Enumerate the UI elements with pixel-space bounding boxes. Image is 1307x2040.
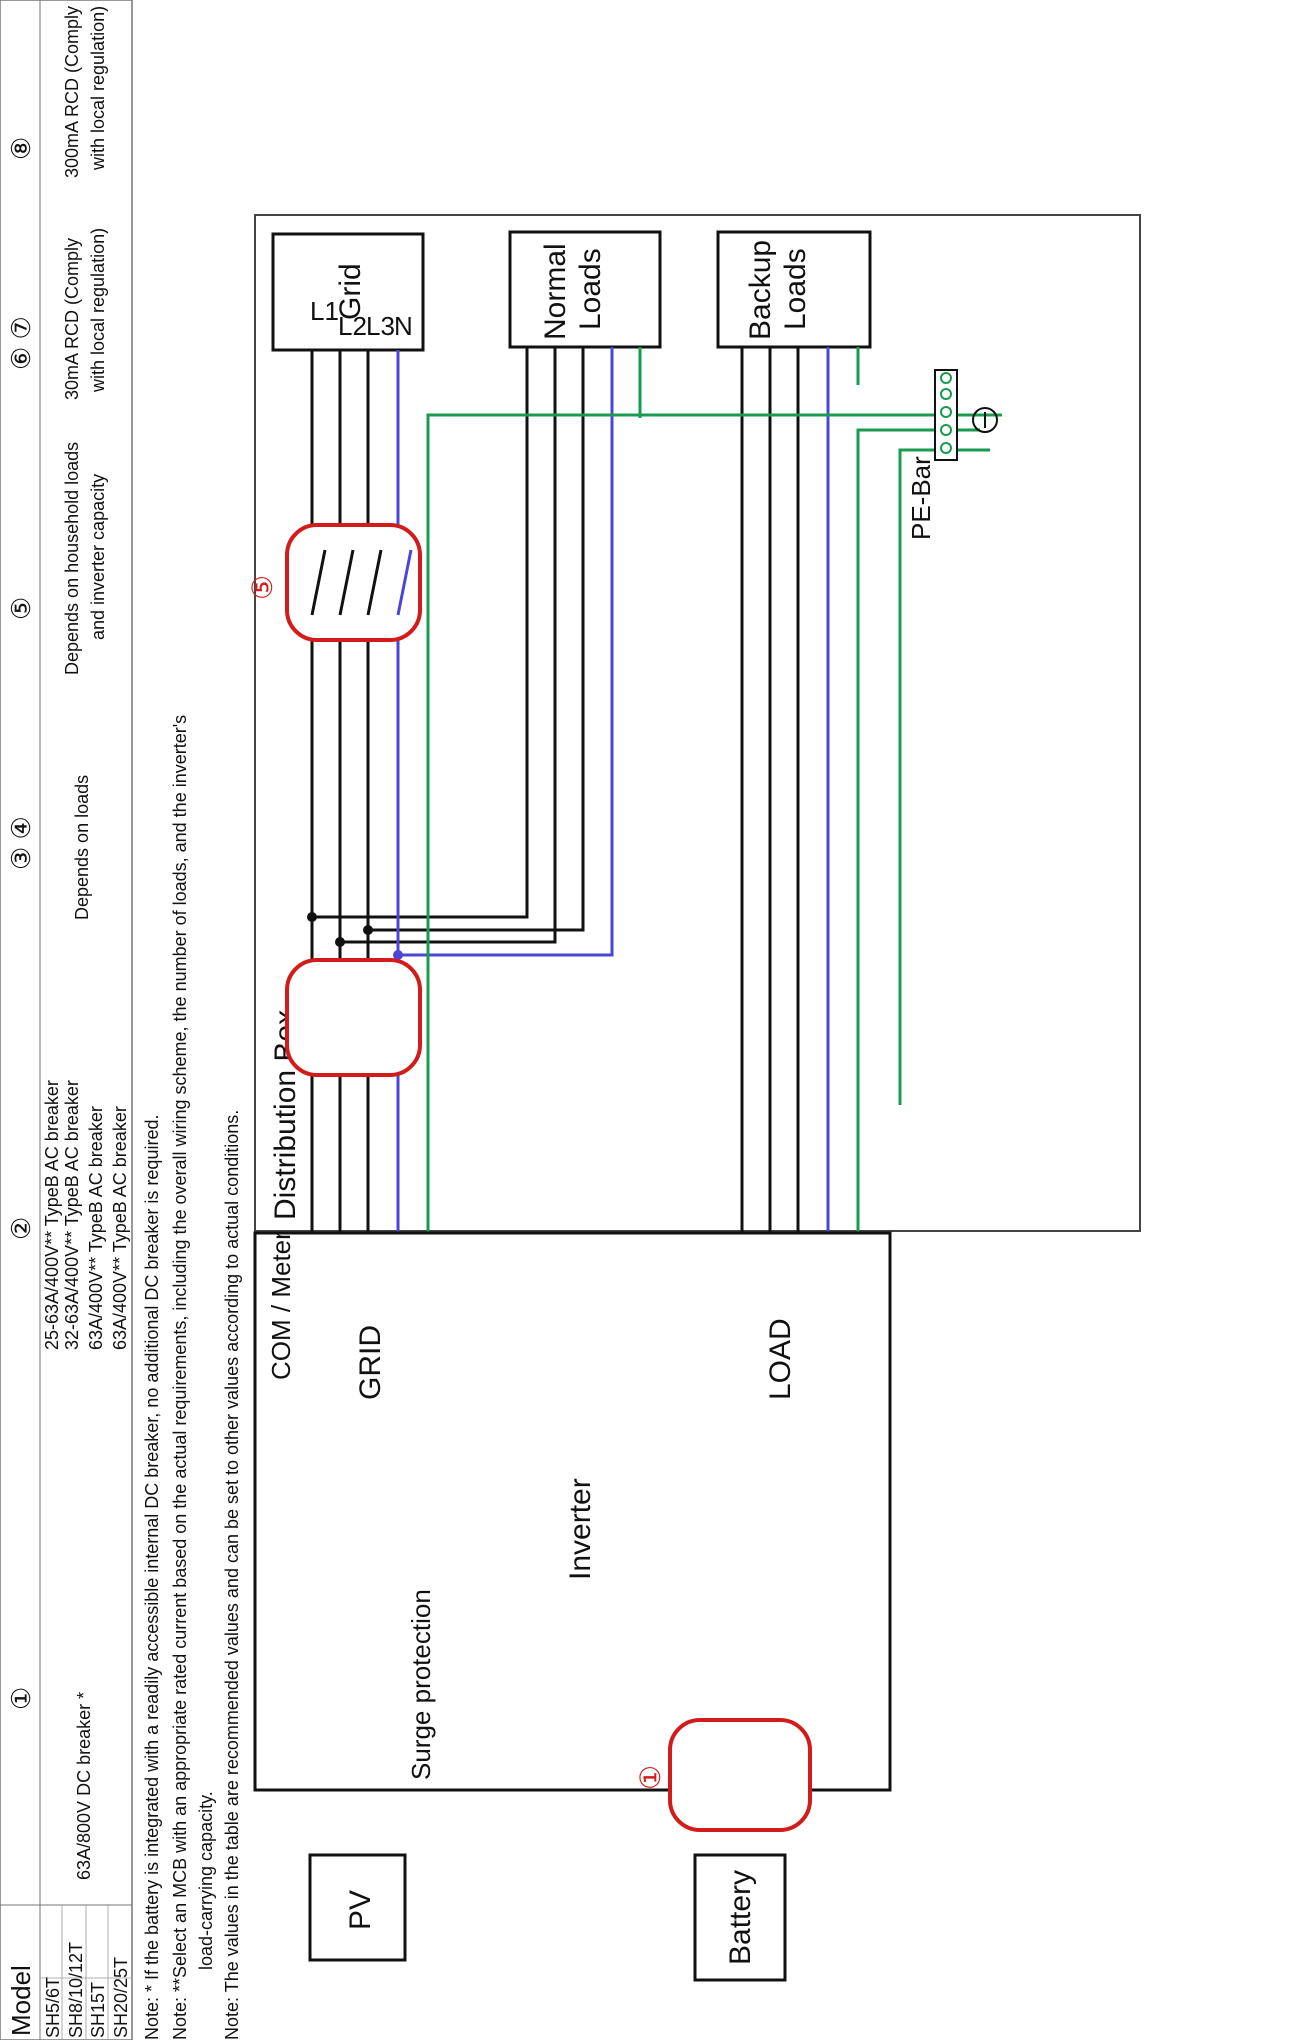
model-row-2: SH8/10/12T (66, 1942, 86, 2038)
junction-dots (307, 912, 403, 960)
model-row-3: SH15T (88, 1982, 108, 2038)
notes: Note: * If the battery is integrated wit… (142, 715, 242, 2040)
col67-line2: with local regulation) (88, 228, 108, 393)
col1-dc-breaker: 63A/800V DC breaker * (74, 1692, 94, 1880)
grid-line-l2: L2 (338, 311, 367, 341)
normal-loads-box (508, 230, 662, 349)
col2-row4: 63A/400V** TypeB AC breaker (110, 1106, 130, 1350)
note-2: Note: **Select an MCB with an appropriat… (170, 715, 190, 2040)
col67-line1: 30mA RCD (Comply (62, 238, 82, 400)
pe-bar-label: PE-Bar (906, 456, 936, 540)
col5-line2: and inverter capacity (88, 474, 108, 640)
neutral-wiring (396, 347, 830, 1305)
header-5: ⑤ (6, 597, 36, 620)
mark-5: ⑤ (247, 575, 278, 600)
col34-loads: Depends on loads (72, 775, 92, 920)
backup-loads-box (716, 230, 872, 349)
note-3: Note: The values in the table are recomm… (222, 1110, 242, 2040)
header-67: ⑥ ⑦ (6, 316, 36, 370)
breaker-1: ① (635, 1718, 812, 1832)
header-34: ③ ④ (6, 816, 36, 870)
normal-loads-line2: Loads (574, 248, 607, 330)
breaker-2 (285, 958, 422, 1077)
spec-table: Model ① ② ③ ④ ⑤ ⑥ ⑦ ⑧ SH5/6T SH8/10/12T … (0, 0, 133, 2040)
battery-box (693, 1853, 787, 1982)
grid-port-label: GRID (354, 1325, 387, 1400)
surge-protection-label: Surge protection (406, 1589, 436, 1780)
grid-line-l3: L3 (366, 311, 395, 341)
col2-row1: 25-63A/400V** TypeB AC breaker (42, 1080, 62, 1350)
battery-label: Battery (724, 1870, 757, 1965)
note-2-cont: load-carrying capacity. (196, 1791, 216, 1970)
col2-row2: 32-63A/400V** TypeB AC breaker (62, 1080, 82, 1350)
com-meter-label: COM / Meter (266, 1231, 296, 1380)
breaker-5: ⑤ (247, 523, 422, 642)
col8-line1: 300mA RCD (Comply (62, 6, 82, 178)
note-1: Note: * If the battery is integrated wit… (142, 1115, 162, 2040)
model-row-1: SH5/6T (43, 1977, 63, 2038)
col8-line2: with local regulation) (88, 6, 108, 171)
load-port-label: LOAD (764, 1318, 797, 1400)
inverter-label: Inverter (564, 1478, 597, 1580)
distribution-box-frame (254, 214, 1141, 1232)
pe-bar-terminals (940, 372, 952, 454)
grid-line-n: N (394, 311, 413, 341)
backup-loads-line2: Loads (779, 248, 812, 330)
ground-icon (972, 407, 998, 433)
normal-loads-line1: Normal (539, 243, 572, 340)
backup-loads-line1: Backup (744, 240, 777, 340)
col5-line1: Depends on household loads (62, 442, 82, 675)
header-model: Model (6, 1965, 36, 2036)
model-row-4: SH20/25T (111, 1957, 131, 2038)
pv-box (308, 1853, 407, 1962)
grid-box (271, 232, 425, 352)
header-2: ② (6, 1217, 36, 1240)
header-8: ⑧ (6, 137, 36, 160)
grid-line-l1: L1 (310, 296, 339, 326)
inverter-box (253, 1231, 892, 1792)
col2-row3: 63A/400V** TypeB AC breaker (86, 1106, 106, 1350)
pv-label: PV (344, 1890, 377, 1930)
header-1: ① (6, 1687, 36, 1710)
mark-1: ① (635, 1765, 666, 1790)
grid-label: Grid (334, 263, 367, 320)
